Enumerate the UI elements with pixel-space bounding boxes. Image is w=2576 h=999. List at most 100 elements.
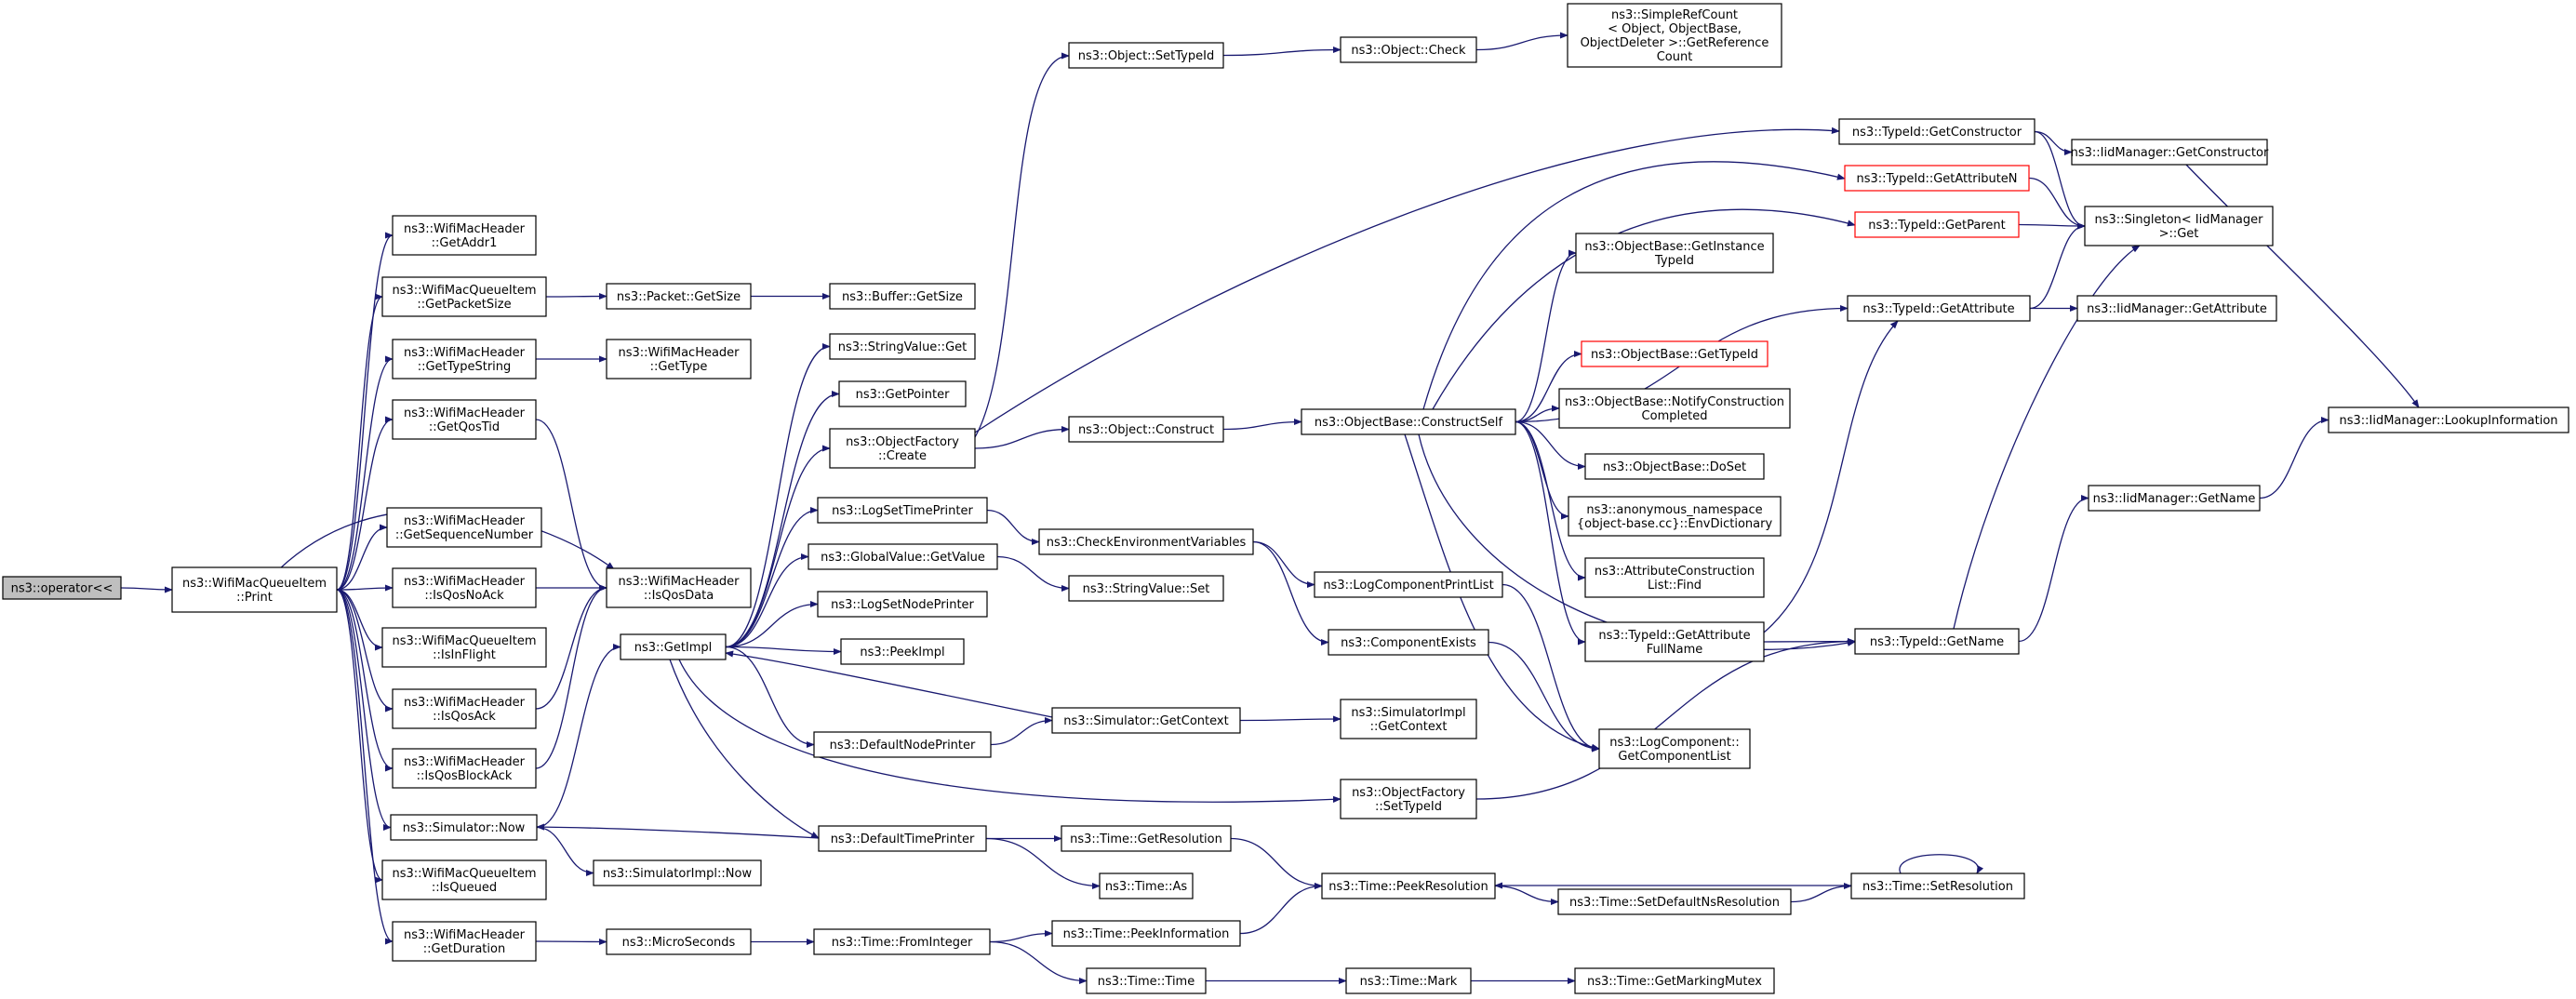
node-box: [2088, 485, 2261, 512]
node-getQosTid[interactable]: ns3::WifiMacHeader::GetQosTid: [392, 399, 537, 440]
node-checkEnvVars[interactable]: ns3::CheckEnvironmentVariables: [1038, 528, 1254, 555]
call-edge-simGetContext-to-simImplGetContext: [1239, 715, 1341, 723]
node-iidGetAttribute[interactable]: ns3::IidManager::GetAttribute: [2076, 295, 2277, 322]
node-tidGetParent[interactable]: ns3::TypeId::GetParent: [1854, 211, 2020, 238]
call-edge-tidGetAttrFullName-to-tidGetName: [1763, 637, 1856, 646]
node-logCompPrintList[interactable]: ns3::LogComponentPrintList: [1314, 571, 1503, 598]
node-box: [1051, 707, 1241, 734]
node-tidGetName[interactable]: ns3::TypeId::GetName: [1854, 628, 2020, 655]
node-label: TypeId: [1654, 254, 1694, 268]
node-timeFromInteger[interactable]: ns3::Time::FromInteger: [813, 928, 991, 955]
node-logSetTimePrinter[interactable]: ns3::LogSetTimePrinter: [817, 497, 988, 524]
node-iidGetConstructor[interactable]: ns3::IidManager::GetConstructor: [2071, 139, 2269, 166]
node-label: ns3::Time::PeekResolution: [1328, 880, 1488, 894]
node-isQosAck[interactable]: ns3::WifiMacHeader::IsQosAck: [392, 688, 537, 729]
node-label: {object-base.cc}::EnvDictionary: [1577, 517, 1773, 531]
node-getType[interactable]: ns3::WifiMacHeader::GetType: [606, 339, 752, 380]
node-timeSetResolution[interactable]: ns3::Time::SetResolution: [1850, 872, 2025, 899]
call-edge-print-to-isQosAck: [336, 589, 394, 713]
edge-path: [1422, 161, 1846, 410]
node-microSeconds[interactable]: ns3::MicroSeconds: [606, 928, 752, 955]
node-isQueued[interactable]: ns3::WifiMacQueueItem::IsQueued: [381, 859, 547, 900]
node-isInFlight[interactable]: ns3::WifiMacQueueItem::IsInFlight: [381, 627, 547, 668]
node-getPointer[interactable]: ns3::GetPointer: [838, 380, 967, 407]
node-defaultNodePrinter[interactable]: ns3::DefaultNodePrinter: [813, 731, 992, 758]
node-strValSet[interactable]: ns3::StringValue::Set: [1068, 575, 1224, 602]
node-simGetContext[interactable]: ns3::Simulator::GetContext: [1051, 707, 1241, 734]
node-getTypeString[interactable]: ns3::WifiMacHeader::GetTypeString: [392, 339, 537, 380]
node-obConstructSelf[interactable]: ns3::ObjectBase::ConstructSelf: [1301, 408, 1516, 435]
node-obGetTypeId[interactable]: ns3::ObjectBase::GetTypeId: [1581, 340, 1768, 367]
node-tidGetAttributeN[interactable]: ns3::TypeId::GetAttributeN: [1844, 165, 2030, 192]
node-gvGetValue[interactable]: ns3::GlobalValue::GetValue: [808, 543, 998, 570]
node-label: ns3::WifiMacQueueItem: [392, 284, 536, 298]
node-obDoSet[interactable]: ns3::ObjectBase::DoSet: [1584, 453, 1765, 480]
node-simNow[interactable]: ns3::Simulator::Now: [390, 814, 538, 841]
node-simImplNow[interactable]: ns3::SimulatorImpl::Now: [593, 859, 762, 886]
node-box: [392, 215, 537, 256]
node-objConstruct[interactable]: ns3::Object::Construct: [1068, 416, 1224, 443]
node-box: [392, 567, 537, 608]
node-getDuration[interactable]: ns3::WifiMacHeader::GetDuration: [392, 921, 537, 962]
node-iidGetName[interactable]: ns3::IidManager::GetName: [2088, 485, 2261, 512]
node-logCompGetList[interactable]: ns3::LogComponent::GetComponentList: [1598, 728, 1751, 769]
node-logSetNodePrinter[interactable]: ns3::LogSetNodePrinter: [817, 591, 988, 618]
node-obNotifyConstruction[interactable]: ns3::ObjectBase::NotifyConstructionCompl…: [1558, 388, 1791, 429]
node-peekImpl[interactable]: ns3::PeekImpl: [840, 638, 965, 665]
node-singletonGet[interactable]: ns3::Singleton< IidManager >::Get: [2084, 206, 2274, 246]
node-ofCreate[interactable]: ns3::ObjectFactory::Create: [829, 428, 976, 469]
node-label: ::GetContext: [1370, 720, 1448, 734]
call-edge-objConstruct-to-obConstructSelf: [1222, 418, 1302, 431]
node-op[interactable]: ns3::operator<<: [2, 576, 122, 600]
node-box: [1567, 3, 1782, 68]
node-label: ns3::WifiMacHeader: [404, 406, 526, 420]
node-isQosData[interactable]: ns3::WifiMacHeader::IsQosData: [606, 567, 752, 608]
node-tidGetConstructor[interactable]: ns3::TypeId::GetConstructor: [1838, 118, 2035, 145]
node-label: ns3::ComponentExists: [1341, 636, 1476, 650]
node-label: ns3::SimpleRefCount: [1611, 8, 1738, 22]
node-timeMark[interactable]: ns3::Time::Mark: [1345, 967, 1472, 994]
edge-path: [1239, 715, 1341, 723]
node-timeAs[interactable]: ns3::Time::As: [1099, 872, 1194, 899]
edge-path: [545, 292, 607, 300]
node-tidGetAttribute[interactable]: ns3::TypeId::GetAttribute: [1847, 295, 2031, 322]
node-label: List::Find: [1648, 579, 1702, 593]
node-box: [808, 543, 998, 570]
node-getAddr1[interactable]: ns3::WifiMacHeader::GetAddr1: [392, 215, 537, 256]
node-defaultTimePrinter[interactable]: ns3::DefaultTimePrinter: [818, 825, 987, 852]
node-objCheck[interactable]: ns3::Object::Check: [1340, 36, 1477, 63]
node-bufGetSize[interactable]: ns3::Buffer::GetSize: [829, 283, 976, 310]
node-isQosBlockAck[interactable]: ns3::WifiMacHeader::IsQosBlockAck: [392, 748, 537, 789]
call-edge-getImpl-to-logSetTimePrinter: [725, 506, 819, 648]
node-timePeekInfo[interactable]: ns3::Time::PeekInformation: [1051, 920, 1241, 947]
call-edge-tidGetParent-to-singletonGet: [2018, 222, 2086, 230]
node-componentExists[interactable]: ns3::ComponentExists: [1328, 629, 1489, 656]
node-pktGetSize[interactable]: ns3::Packet::GetSize: [606, 283, 752, 310]
node-strValGet[interactable]: ns3::StringValue::Get: [829, 333, 976, 360]
node-box: [381, 859, 547, 900]
node-simpleRefCount[interactable]: ns3::SimpleRefCount< Object, ObjectBase,…: [1567, 3, 1782, 68]
node-print[interactable]: ns3::WifiMacQueueItem::Print: [171, 566, 338, 613]
node-envDictionary[interactable]: ns3::anonymous_namespace{object-base.cc}…: [1568, 496, 1782, 537]
node-timeGetResolution[interactable]: ns3::Time::GetResolution: [1061, 825, 1232, 852]
node-iidLookupInfo[interactable]: ns3::IidManager::LookupInformation: [2328, 406, 2569, 433]
node-objSetTypeId[interactable]: ns3::Object::SetTypeId: [1068, 42, 1224, 69]
node-simImplGetContext[interactable]: ns3::SimulatorImpl::GetContext: [1340, 699, 1477, 739]
node-getSeqNum[interactable]: ns3::WifiMacHeader::GetSequenceNumber: [386, 507, 542, 548]
node-timeSetDefaultNsRes[interactable]: ns3::Time::SetDefaultNsResolution: [1557, 888, 1792, 915]
call-edge-getImpl-to-logSetNodePrinter: [725, 600, 819, 648]
node-timeGetMarkingMutex[interactable]: ns3::Time::GetMarkingMutex: [1574, 967, 1775, 994]
node-getImpl[interactable]: ns3::GetImpl: [620, 633, 727, 660]
node-getPacketSize[interactable]: ns3::WifiMacQueueItem::GetPacketSize: [381, 276, 547, 317]
call-edge-print-to-simNow: [336, 589, 392, 832]
edge-path: [725, 646, 842, 656]
node-ofSetTypeId[interactable]: ns3::ObjectFactory::SetTypeId: [1340, 779, 1477, 819]
node-box: [1099, 872, 1194, 899]
node-isQosNoAck[interactable]: ns3::WifiMacHeader::IsQosNoAck: [392, 567, 537, 608]
call-edge-defaultNodePrinter-to-simGetContext: [990, 716, 1053, 746]
node-timePeekRes[interactable]: ns3::Time::PeekResolution: [1321, 872, 1496, 899]
node-timeTime[interactable]: ns3::Time::Time: [1086, 967, 1207, 994]
